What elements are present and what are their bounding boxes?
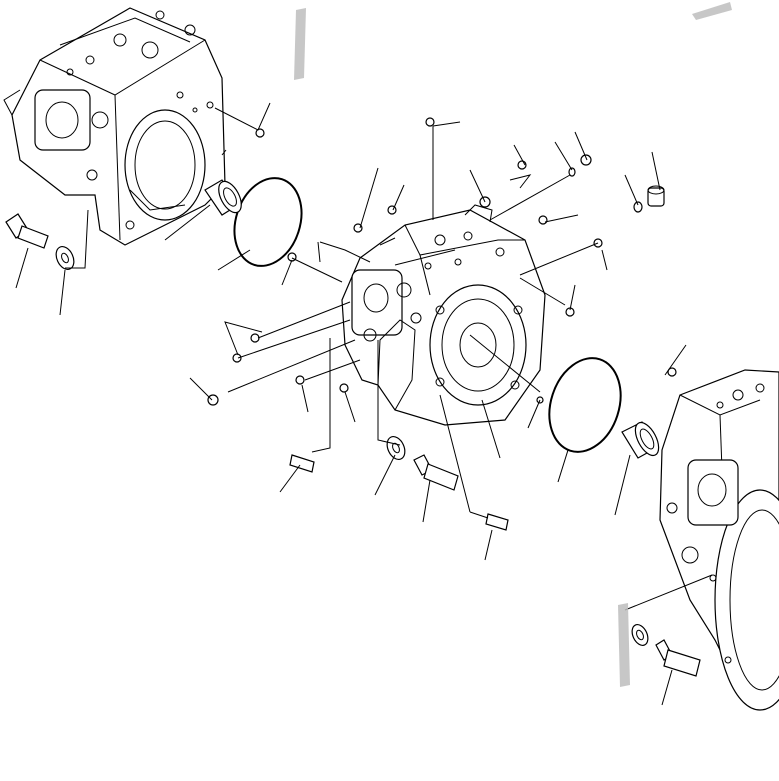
pump-housing-right <box>659 369 779 711</box>
bearing <box>621 421 660 459</box>
bolt <box>655 639 701 677</box>
elbow-fitting <box>647 185 665 207</box>
plug <box>207 117 677 406</box>
o-ring <box>548 357 622 453</box>
washer <box>55 246 75 270</box>
scan-artifacts <box>294 2 732 687</box>
bolt <box>413 454 459 491</box>
bolt <box>5 213 49 249</box>
dowel-pin <box>289 454 315 473</box>
dowel-pin <box>485 513 509 531</box>
o-ring <box>233 177 303 267</box>
washer <box>631 624 649 646</box>
leader-lines <box>15 102 713 706</box>
pump-housing-left <box>3 7 226 246</box>
washer <box>386 436 406 460</box>
bearing <box>204 179 242 216</box>
valve-body-center <box>341 204 546 426</box>
